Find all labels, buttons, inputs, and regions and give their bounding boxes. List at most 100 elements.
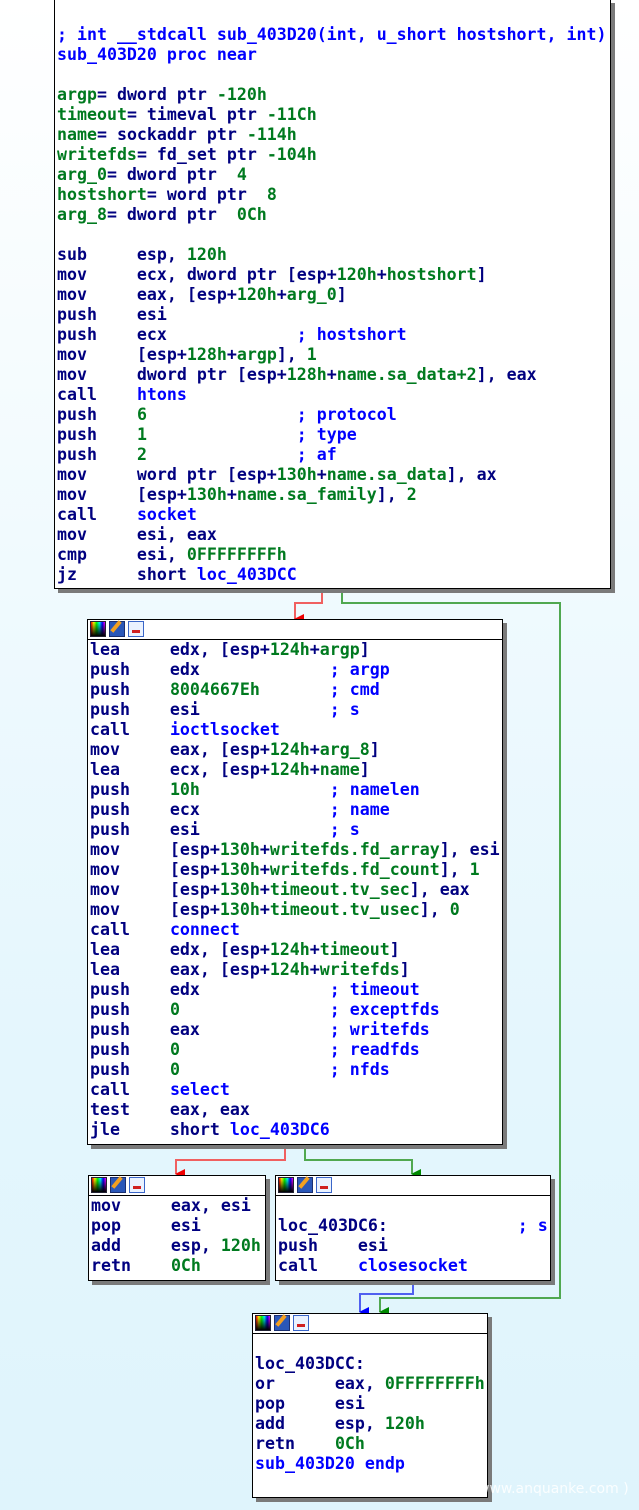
code-line[interactable]: push 1 ; type [57,425,610,445]
edge-entry-to-fail[interactable] [341,588,561,1317]
code-line[interactable]: mov ecx, dword ptr [esp+120h+hostshort] [57,265,610,285]
code-line[interactable]: jz short loc_403DCC [57,565,610,585]
code-line[interactable]: push 10h ; namelen [90,780,502,800]
code-line[interactable]: push edx ; argp [90,660,502,680]
color-palette-icon[interactable] [255,1315,271,1331]
code-line[interactable]: push esi ; s [90,820,502,840]
code-line[interactable]: arg_8= dword ptr 0Ch [57,205,610,225]
code-line[interactable]: sub_403D20 endp [255,1454,487,1474]
code-line[interactable]: name= sockaddr ptr -114h [57,125,610,145]
code-line[interactable]: mov eax, [esp+124h+arg_8] [90,740,502,760]
code-line[interactable]: lea ecx, [esp+124h+name] [90,760,502,780]
code-line[interactable]: sub esp, 120h [57,245,610,265]
code-line[interactable]: mov [esp+130h+writefds.fd_count], 1 [90,860,502,880]
code-line[interactable]: lea edx, [esp+124h+timeout] [90,940,502,960]
code-line[interactable]: lea edx, [esp+124h+argp] [90,640,502,660]
edit-pencil-icon[interactable] [109,621,125,637]
block-entry[interactable]: ; int __stdcall sub_403D20(int, u_short … [54,0,611,589]
edge-entry-to-connect[interactable] [294,588,323,624]
asm-text: lea ecx, [esp+ [90,760,270,779]
code-line[interactable]: call closesocket [278,1256,550,1276]
graph-overview-icon[interactable] [316,1177,332,1193]
code-line[interactable]: call socket [57,505,610,525]
code-line[interactable]: mov eax, esi [91,1196,265,1216]
asm-text: = timeval ptr [126,105,267,124]
code-line[interactable]: push 0 ; nfds [90,1060,502,1080]
code-line[interactable]: push esi [57,305,610,325]
graph-overview-icon[interactable] [129,1177,145,1193]
code-line[interactable]: call select [90,1080,502,1100]
code-line[interactable]: argp= dword ptr -120h [57,85,610,105]
edge-close-to-fail[interactable] [359,1280,414,1317]
code-line[interactable]: call connect [90,920,502,940]
code-line[interactable]: cmp esi, 0FFFFFFFFh [57,545,610,565]
code-line[interactable]: call ioctlsocket [90,720,502,740]
color-palette-icon[interactable] [278,1177,294,1193]
code-line[interactable]: push ecx ; name [90,800,502,820]
code-line[interactable]: arg_0= dword ptr 4 [57,165,610,185]
code-line[interactable]: loc_403DCC: [255,1354,487,1374]
code-line[interactable]: or eax, 0FFFFFFFFh [255,1374,487,1394]
code-line[interactable]: hostshort= word ptr 8 [57,185,610,205]
operand-value: argp [236,345,277,364]
code-line[interactable] [255,1334,487,1354]
code-line[interactable]: mov [esp+130h+name.sa_family], 2 [57,485,610,505]
code-line[interactable]: push 6 ; protocol [57,405,610,425]
asm-text [200,780,330,799]
code-line[interactable]: mov dword ptr [esp+128h+name.sa_data+2],… [57,365,610,385]
code-line[interactable]: retn 0Ch [255,1434,487,1454]
code-line[interactable]: writefds= fd_set ptr -104h [57,145,610,165]
symbol-name: ; namelen [329,780,420,799]
code-line[interactable] [57,65,610,85]
code-line[interactable]: push edx ; timeout [90,980,502,1000]
edit-pencil-icon[interactable] [297,1177,313,1193]
code-line[interactable]: push ecx ; hostshort [57,325,610,345]
edit-pencil-icon[interactable] [110,1177,126,1193]
code-line[interactable]: loc_403DC6: ; s [278,1216,550,1236]
edge-connect-to-close[interactable] [304,1144,421,1179]
code-line[interactable]: timeout= timeval ptr -11Ch [57,105,610,125]
code-line[interactable]: ; int __stdcall sub_403D20(int, u_short … [57,25,610,45]
code-line[interactable]: pop esi [255,1394,487,1414]
code-line[interactable]: mov esi, eax [57,525,610,545]
code-line[interactable]: retn 0Ch [91,1256,265,1276]
code-line[interactable]: push 0 ; readfds [90,1040,502,1060]
code-line[interactable]: call htons [57,385,610,405]
code-line[interactable]: sub_403D20 proc near [57,45,610,65]
graph-overview-icon[interactable] [293,1315,309,1331]
asm-text: mov word ptr [esp+ [57,465,277,484]
code-line[interactable]: mov [esp+130h+timeout.tv_usec], 0 [90,900,502,920]
color-palette-icon[interactable] [90,621,106,637]
color-palette-icon[interactable] [91,1177,107,1193]
code-line[interactable]: test eax, eax [90,1100,502,1120]
operand-value: 120h [384,1414,425,1433]
code-line[interactable] [57,5,610,25]
code-line[interactable]: add esp, 120h [255,1414,487,1434]
code-line[interactable]: jle short loc_403DC6 [90,1120,502,1140]
code-line[interactable]: mov [esp+128h+argp], 1 [57,345,610,365]
edit-pencil-icon[interactable] [274,1315,290,1331]
code-line[interactable]: push 8004667Eh ; cmd [90,680,502,700]
code-line[interactable]: push esi [278,1236,550,1256]
edge-connect-to-success[interactable] [175,1144,286,1179]
graph-overview-icon[interactable] [128,621,144,637]
code-line[interactable] [278,1196,550,1216]
code-line[interactable]: push eax ; writefds [90,1020,502,1040]
code-line[interactable]: lea eax, [esp+124h+writefds] [90,960,502,980]
code-line[interactable]: add esp, 120h [91,1236,265,1256]
code-line[interactable]: push esi ; s [90,700,502,720]
code-line[interactable]: push 0 ; exceptfds [90,1000,502,1020]
code-line[interactable]: mov eax, [esp+120h+arg_0] [57,285,610,305]
code-line[interactable]: mov word ptr [esp+130h+name.sa_data], ax [57,465,610,485]
code-line[interactable] [57,225,610,245]
code-line[interactable]: mov [esp+130h+timeout.tv_sec], eax [90,880,502,900]
code-line[interactable]: mov [esp+130h+writefds.fd_array], esi [90,840,502,860]
code-line[interactable]: pop esi [91,1216,265,1236]
code-line[interactable]: push 2 ; af [57,445,610,465]
asm-text: + [259,860,270,879]
asm-text: + [259,840,270,859]
